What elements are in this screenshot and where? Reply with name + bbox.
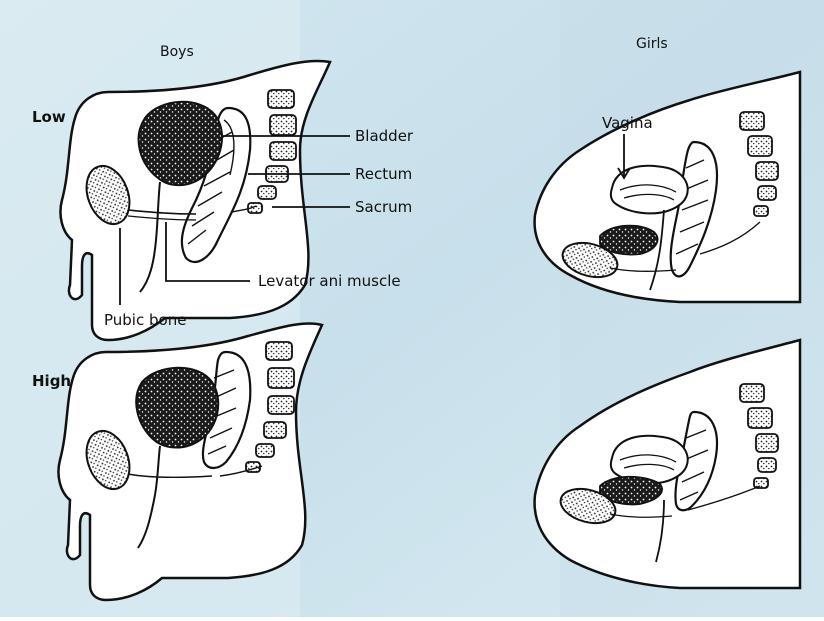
sacrum-label: Sacrum: [355, 198, 412, 216]
rectum-label: Rectum: [355, 165, 412, 183]
boys-high-figure: [58, 323, 322, 600]
high-heading: High: [32, 372, 71, 390]
vagina-label: Vagina: [602, 114, 653, 132]
boys-heading: Boys: [160, 44, 194, 60]
girls-heading: Girls: [636, 36, 668, 52]
boys-low-figure: [60, 61, 330, 340]
bladder-label: Bladder: [355, 127, 414, 145]
pubic-label: Pubic bone: [104, 311, 186, 329]
levator-label: Levator ani muscle: [258, 272, 401, 290]
low-heading: Low: [32, 108, 66, 126]
